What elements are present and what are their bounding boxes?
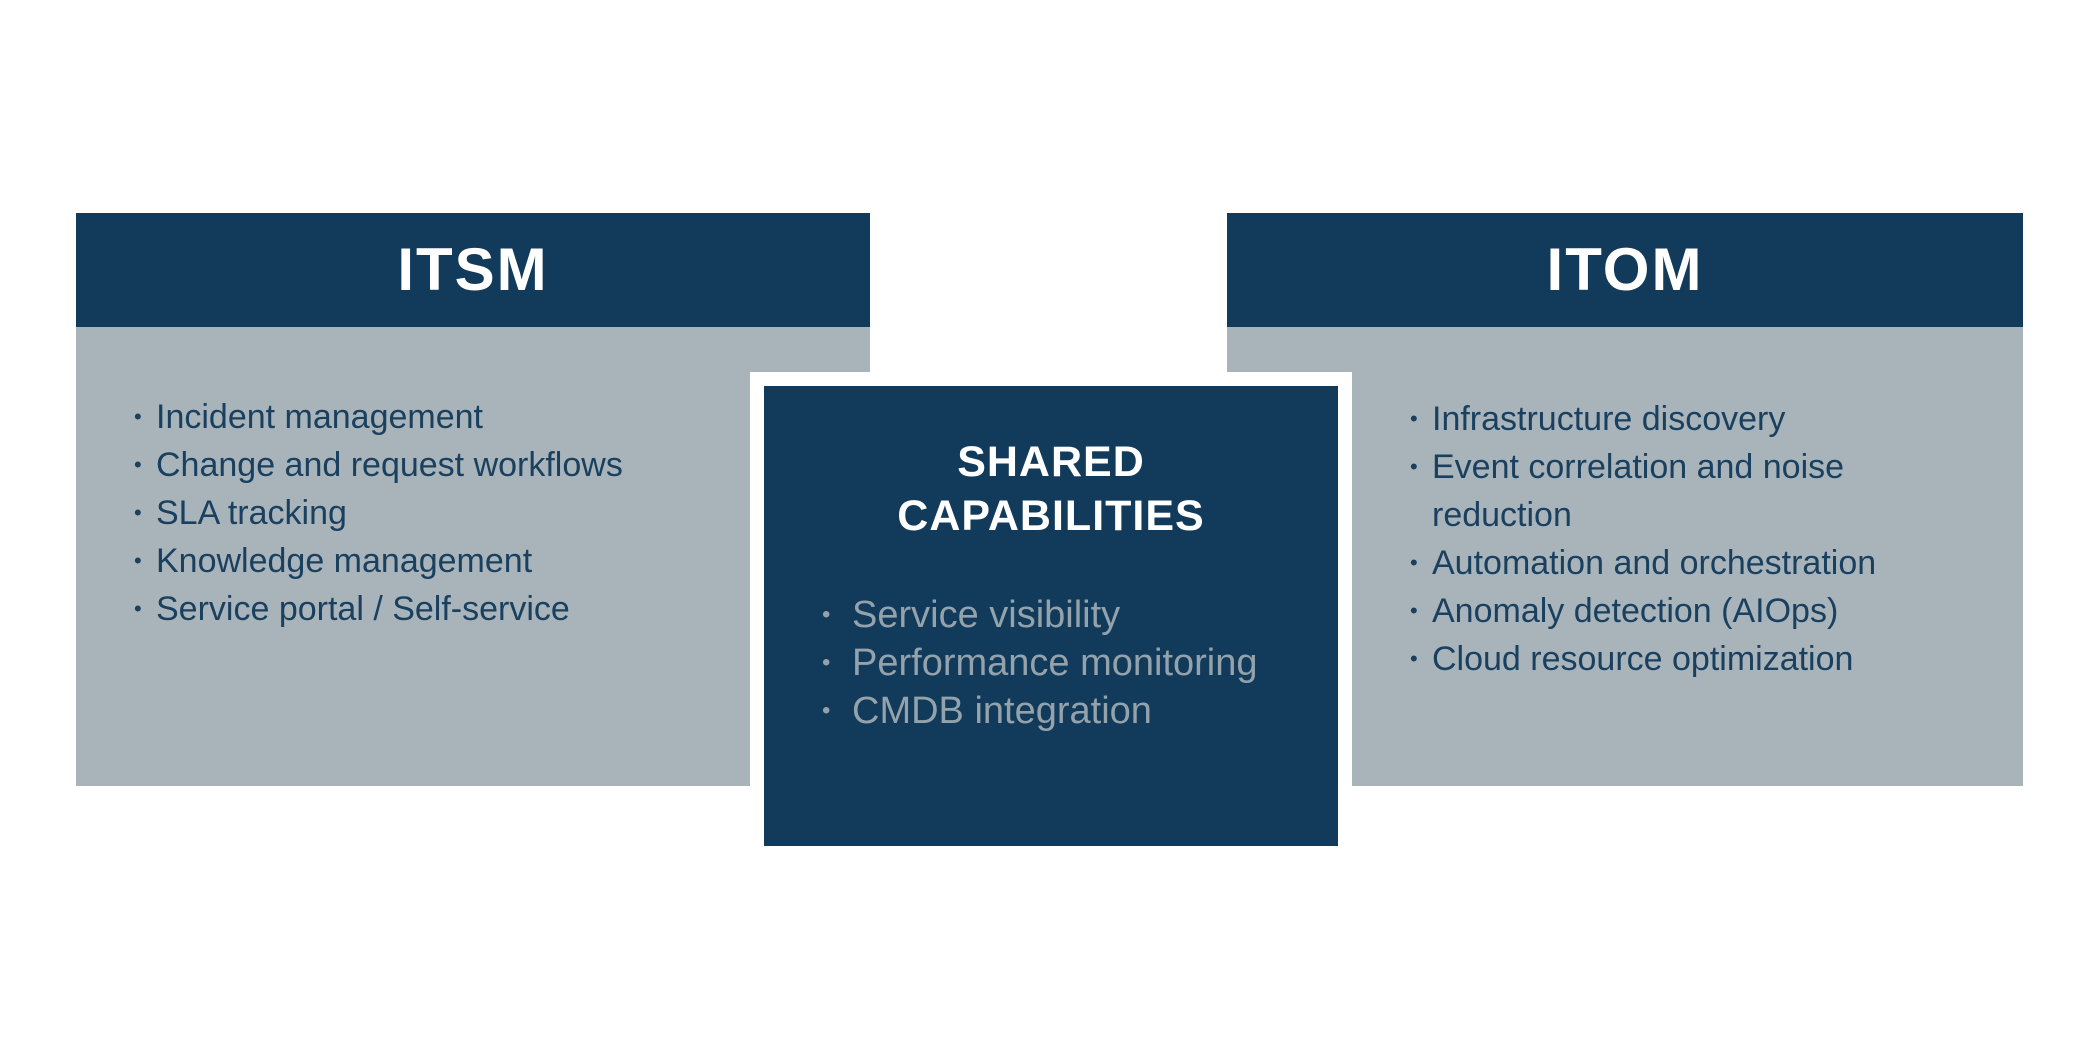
bullet-icon: • [134,404,142,429]
list-item-label: Change and request workflows [156,446,623,484]
itom-header: ITOM [1227,213,2023,327]
shared-capabilities-panel: SHARED CAPABILITIES • Service visibility… [750,372,1352,860]
list-item-label: Service portal / Self-service [156,590,570,628]
itom-panel: ITOM • Infrastructure discovery • Event … [1227,213,2023,786]
shared-capabilities-title: SHARED CAPABILITIES [897,438,1205,540]
list-item: • Service portal / Self-service [134,585,623,633]
list-item: • Performance monitoring [822,639,1258,687]
itsm-panel: ITSM • Incident management • Change and … [76,213,870,786]
bullet-icon: • [822,649,831,676]
bullet-icon: • [134,500,142,525]
list-item-label: Infrastructure discovery [1432,400,1786,438]
bullet-icon: • [1410,406,1418,431]
itsm-title: ITSM [397,236,549,303]
list-item: • Knowledge management [134,537,623,585]
list-item-label: Cloud resource optimization [1432,640,1854,678]
list-item-label: SLA tracking [156,494,347,532]
bullet-icon: • [1410,550,1418,575]
list-item-label: CMDB integration [852,690,1152,732]
list-item-label: Performance monitoring [852,642,1258,684]
bullet-icon: • [134,548,142,573]
list-item: • Cloud resource optimization [1410,635,1937,683]
itsm-list: • Incident management • Change and reque… [134,393,623,633]
list-item-label: Event correlation and noise reduction [1432,448,1845,534]
itom-title: ITOM [1546,236,1704,303]
bullet-icon: • [822,697,831,724]
list-item: • Service visibility [822,591,1258,639]
list-item: • Automation and orchestration [1410,539,1937,587]
list-item-label: Service visibility [852,594,1121,636]
itom-list: • Infrastructure discovery • Event corre… [1410,395,1937,683]
itsm-header: ITSM [76,213,870,327]
list-item-label: Automation and orchestration [1432,544,1877,582]
list-item-label: Knowledge management [156,542,533,580]
bullet-icon: • [1410,646,1418,671]
list-item: • Infrastructure discovery [1410,395,1937,443]
bullet-icon: • [134,596,142,621]
bullet-icon: • [134,452,142,477]
list-item: • Change and request workflows [134,441,623,489]
list-item-label: Anomaly detection (AIOps) [1432,592,1839,630]
bullet-icon: • [822,601,831,628]
list-item: • SLA tracking [134,489,623,537]
list-item: • Incident management [134,393,623,441]
bullet-icon: • [1410,454,1418,479]
bullet-icon: • [1410,598,1418,623]
shared-capabilities-list: • Service visibility • Performance monit… [822,591,1258,735]
list-item: • Event correlation and noise reduction [1410,443,1937,539]
list-item: • CMDB integration [822,687,1258,735]
list-item-label: Incident management [156,398,483,436]
list-item: • Anomaly detection (AIOps) [1410,587,1937,635]
